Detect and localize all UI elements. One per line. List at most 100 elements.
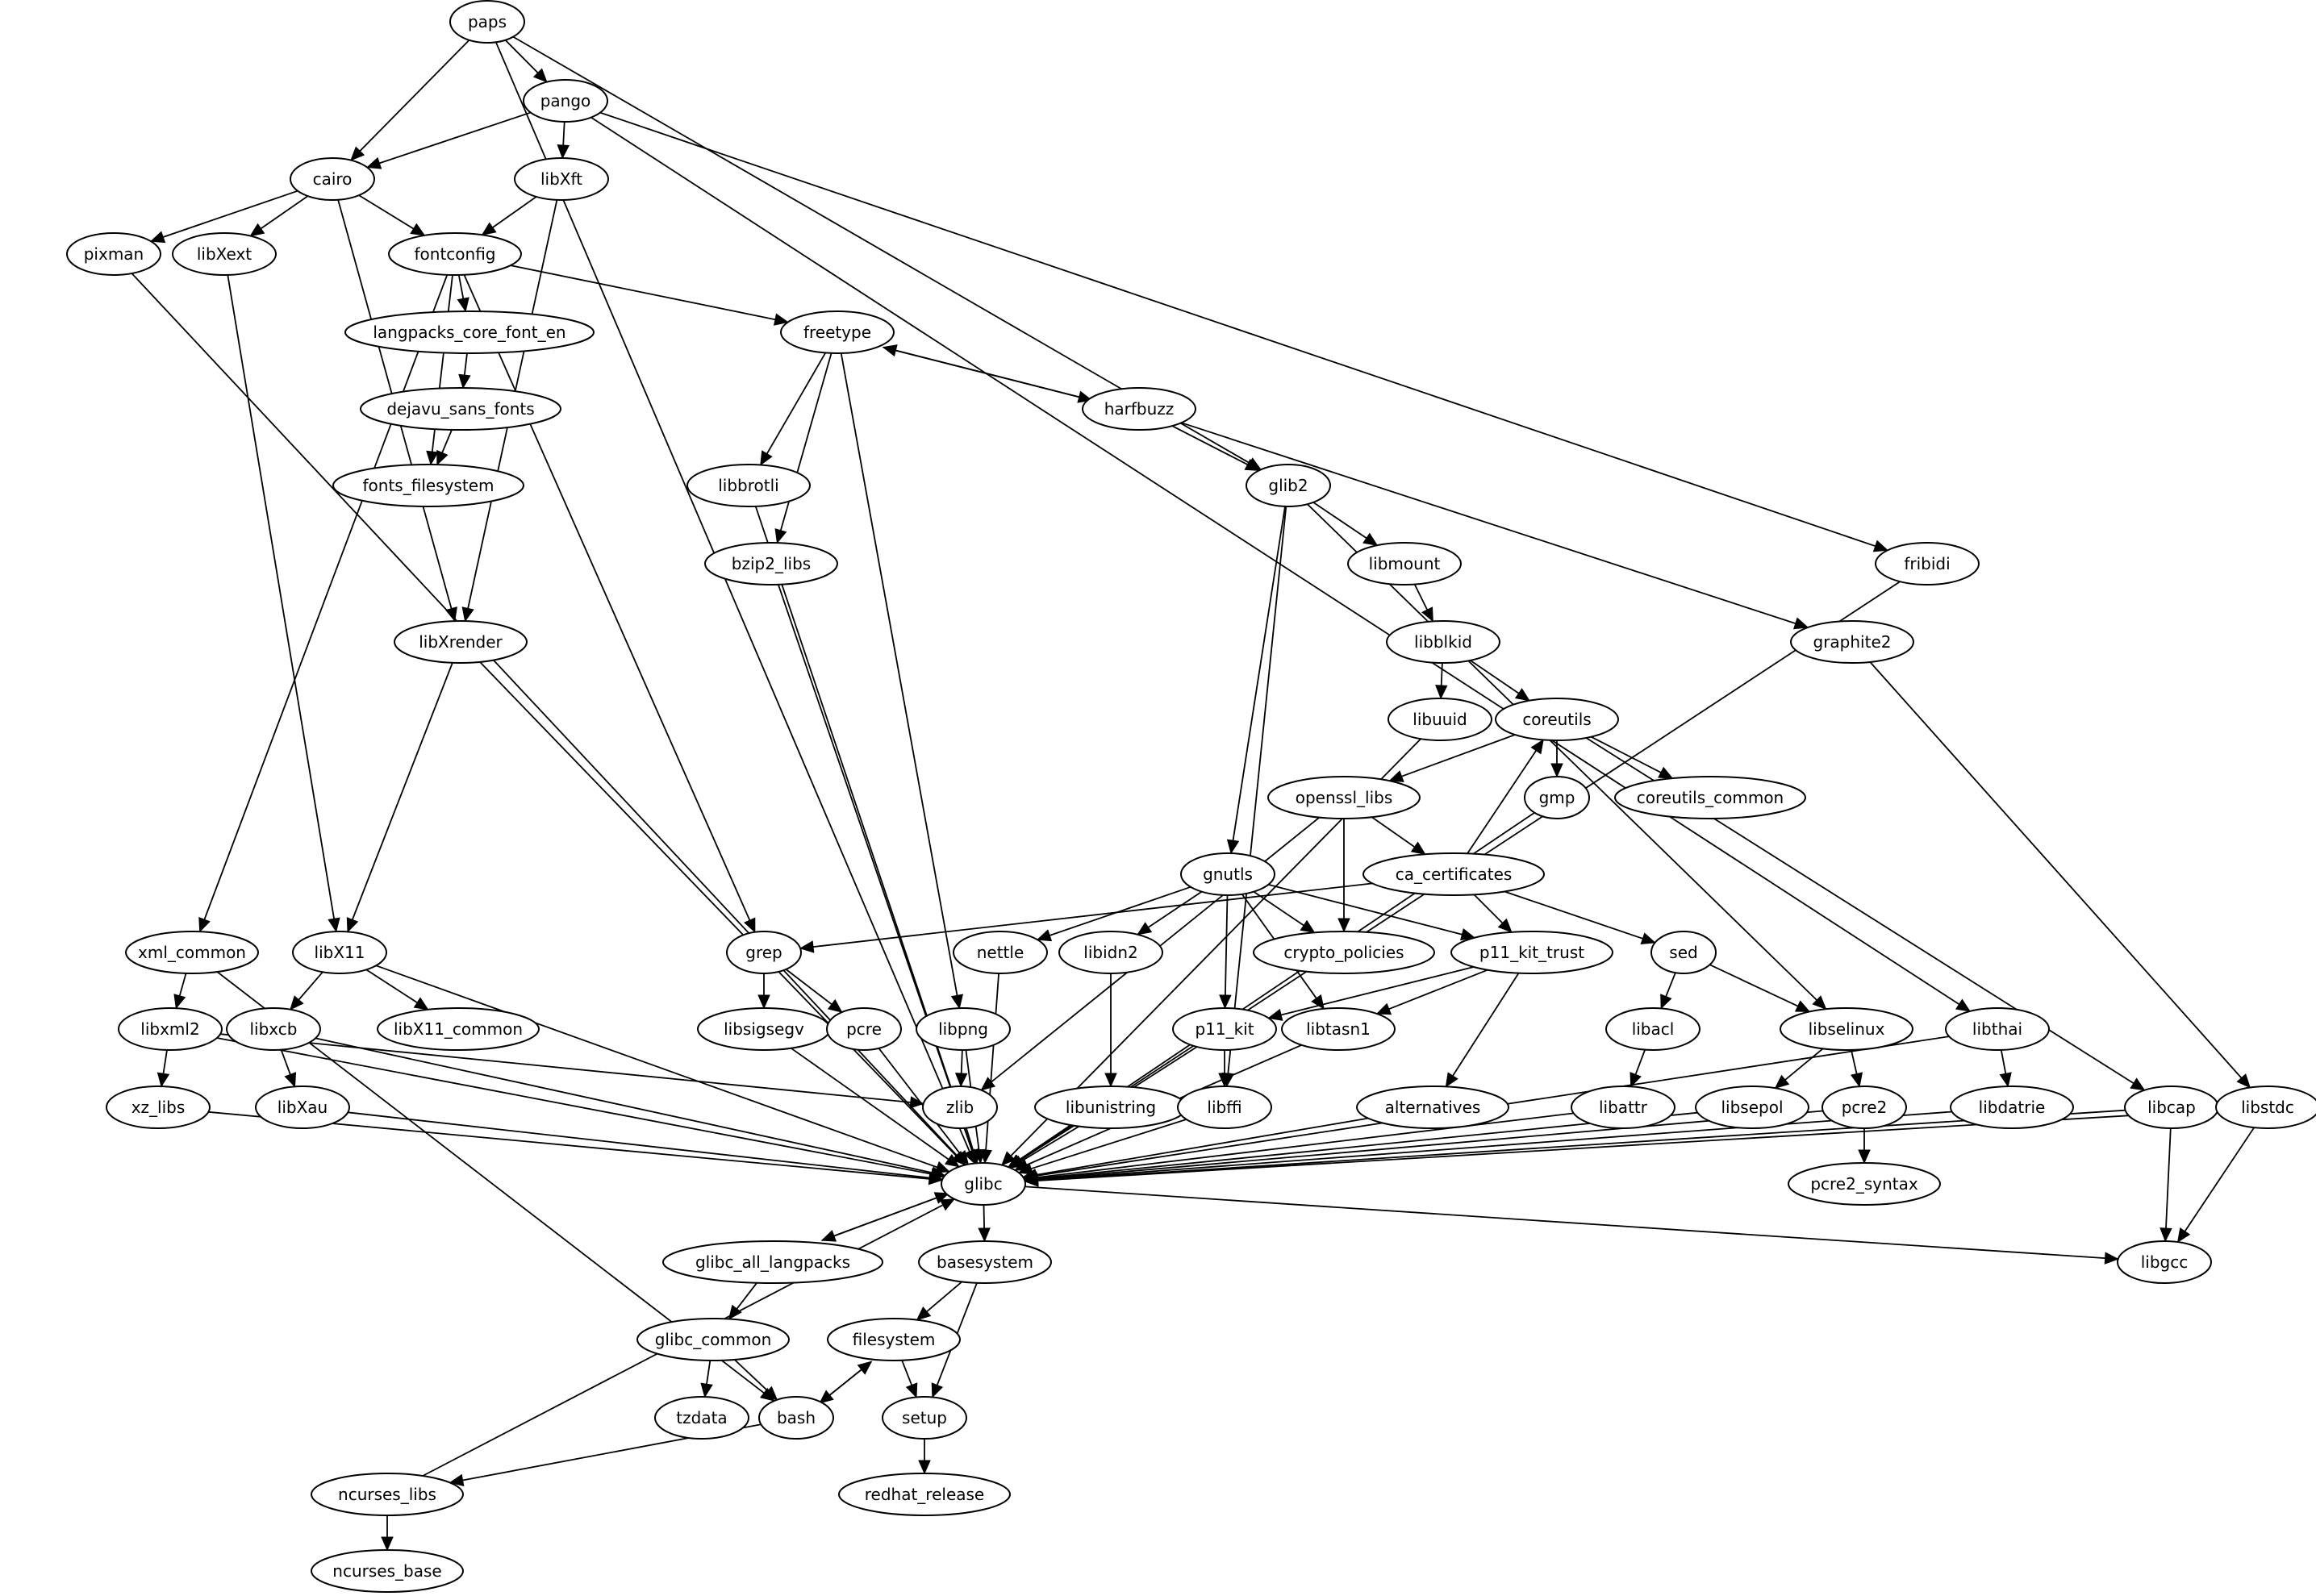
arrowhead-icon [916, 1306, 932, 1321]
node-shape [916, 1007, 1011, 1051]
edge-libstdc-to-libgcc [2176, 1127, 2255, 1244]
arrowhead-icon [366, 156, 382, 169]
node-langpacks-core-font-en: langpacks_core_font_en [344, 310, 595, 354]
edge-libsigsegv-to-glibc [791, 1047, 960, 1168]
edge-fontconfig-to-freetype [510, 265, 789, 326]
edge-line [1401, 734, 1516, 777]
node-label: redhat_release [865, 1485, 985, 1504]
node-label: tzdata [676, 1408, 727, 1427]
node-p11-kit-trust: p11_kit_trust [1450, 931, 1613, 974]
node-shape [1177, 1086, 1272, 1129]
node-libcap: libcap [2124, 1086, 2219, 1129]
edge-line [162, 1049, 168, 1074]
edge-cairo-to-fontconfig [358, 194, 426, 236]
node-shape [2215, 1086, 2316, 1129]
edge-pcre-to-glibc [878, 1048, 970, 1165]
arrowhead-icon [198, 916, 211, 933]
arrowhead-icon [939, 1198, 956, 1211]
node-label: fonts_filesystem [363, 476, 494, 495]
node-shape [1605, 1007, 1700, 1051]
node-label: libselinux [1809, 1019, 1885, 1039]
arrowhead-icon [156, 1072, 170, 1088]
node-shape [758, 1396, 834, 1440]
edge-line [504, 40, 539, 73]
node-shape [311, 1549, 464, 1593]
node-fribidi: fribidi [1875, 542, 1980, 585]
edge-pango-to-fribidi [599, 111, 1889, 552]
node-label: libmount [1369, 554, 1441, 573]
node-shape [332, 464, 524, 507]
edge-line [1312, 502, 1367, 540]
edge-libidn2-to-libunistring [1104, 973, 1117, 1088]
node-label: bash [777, 1408, 816, 1427]
node-label: libdatrie [1979, 1098, 2046, 1117]
edge-nettle-to-glibc [979, 973, 999, 1165]
node-xz-libs: xz_libs [106, 1086, 211, 1129]
edge-line [1037, 1111, 1698, 1180]
edge-libX11-to-libxcb [290, 971, 323, 1011]
edge-line [821, 1197, 937, 1241]
node-shape [344, 310, 595, 354]
node-libmount: libmount [1347, 542, 1462, 585]
arrowhead-icon [773, 313, 789, 326]
edge-langpacks-core-font-en-to-dejavu-sans-fonts [458, 352, 471, 390]
edge-line [178, 973, 187, 997]
node-libxcb: libxcb [226, 1007, 321, 1051]
node-shape [1172, 1007, 1277, 1051]
node-shape [636, 1318, 790, 1361]
node-shape [941, 1162, 1026, 1206]
arrowhead-icon [827, 998, 843, 1013]
arrowhead-icon [978, 1227, 991, 1243]
arrowhead-icon [1550, 763, 1563, 778]
arrowhead-icon [954, 1073, 968, 1088]
node-shape [360, 387, 561, 431]
node-libffi: libffi [1177, 1086, 1272, 1129]
edge-paps-to-pango [504, 40, 548, 83]
edge-ca-certificates-to-grep [799, 882, 1373, 953]
edge-line [494, 41, 970, 1152]
arrowhead-icon [346, 917, 359, 933]
edge-ca-certificates-to-coreutils [1467, 739, 1544, 854]
edge-basesystem-to-filesystem [916, 1281, 962, 1321]
node-label: pcre2_syntax [1810, 1174, 1918, 1194]
node-shape [918, 1240, 1052, 1284]
node-libtasn1: libtasn1 [1281, 1007, 1396, 1051]
node-label: libblkid [1414, 632, 1472, 652]
node-sed: sed [1650, 931, 1717, 974]
node-label: basesystem [937, 1252, 1033, 1272]
node-libattr: libattr [1571, 1086, 1675, 1129]
node-label: coreutils_common [1637, 788, 1784, 807]
edge-fontconfig-to-langpacks-core-font-en [457, 274, 469, 313]
edge-line [479, 661, 957, 1156]
node-libX11: libX11 [292, 931, 387, 974]
node-shape [704, 542, 838, 585]
node-shape [1267, 776, 1421, 819]
node-shape [1058, 931, 1163, 974]
node-label: grep [745, 943, 782, 962]
arrowhead-icon [381, 1536, 394, 1552]
edge-line [162, 190, 298, 238]
edge-grep-to-libsigsegv [757, 973, 770, 1010]
node-coreutils: coreutils [1495, 698, 1619, 741]
edge-libcap-to-libgcc [2160, 1127, 2172, 1243]
node-alternatives: alternatives [1356, 1086, 1509, 1129]
arrowhead-icon [1812, 995, 1827, 1011]
arrowhead-icon [436, 449, 449, 466]
arrowhead-icon [1774, 1074, 1790, 1090]
edge-harfbuzz-to-graphite2 [1181, 422, 1809, 630]
node-shape [1082, 387, 1196, 431]
edge-libxcb-to-libXau [280, 1049, 297, 1088]
edge-line [736, 1282, 757, 1310]
node-glibc-all-langpacks: glibc_all_langpacks [662, 1240, 883, 1284]
node-label: libbrotli [718, 476, 778, 495]
edge-line [1037, 1110, 1823, 1181]
arrowhead-icon [458, 373, 471, 390]
arrowhead-icon [979, 1148, 992, 1165]
node-gnutls: gnutls [1180, 852, 1275, 896]
edge-ca-certificates-to-sed [1504, 890, 1656, 944]
node-label: ncurses_libs [338, 1485, 436, 1504]
node-shape [1524, 776, 1590, 819]
arrowhead-icon [1362, 532, 1379, 546]
edge-coreutils-to-coreutils-common [1590, 735, 1674, 779]
node-label: coreutils [1522, 710, 1591, 729]
